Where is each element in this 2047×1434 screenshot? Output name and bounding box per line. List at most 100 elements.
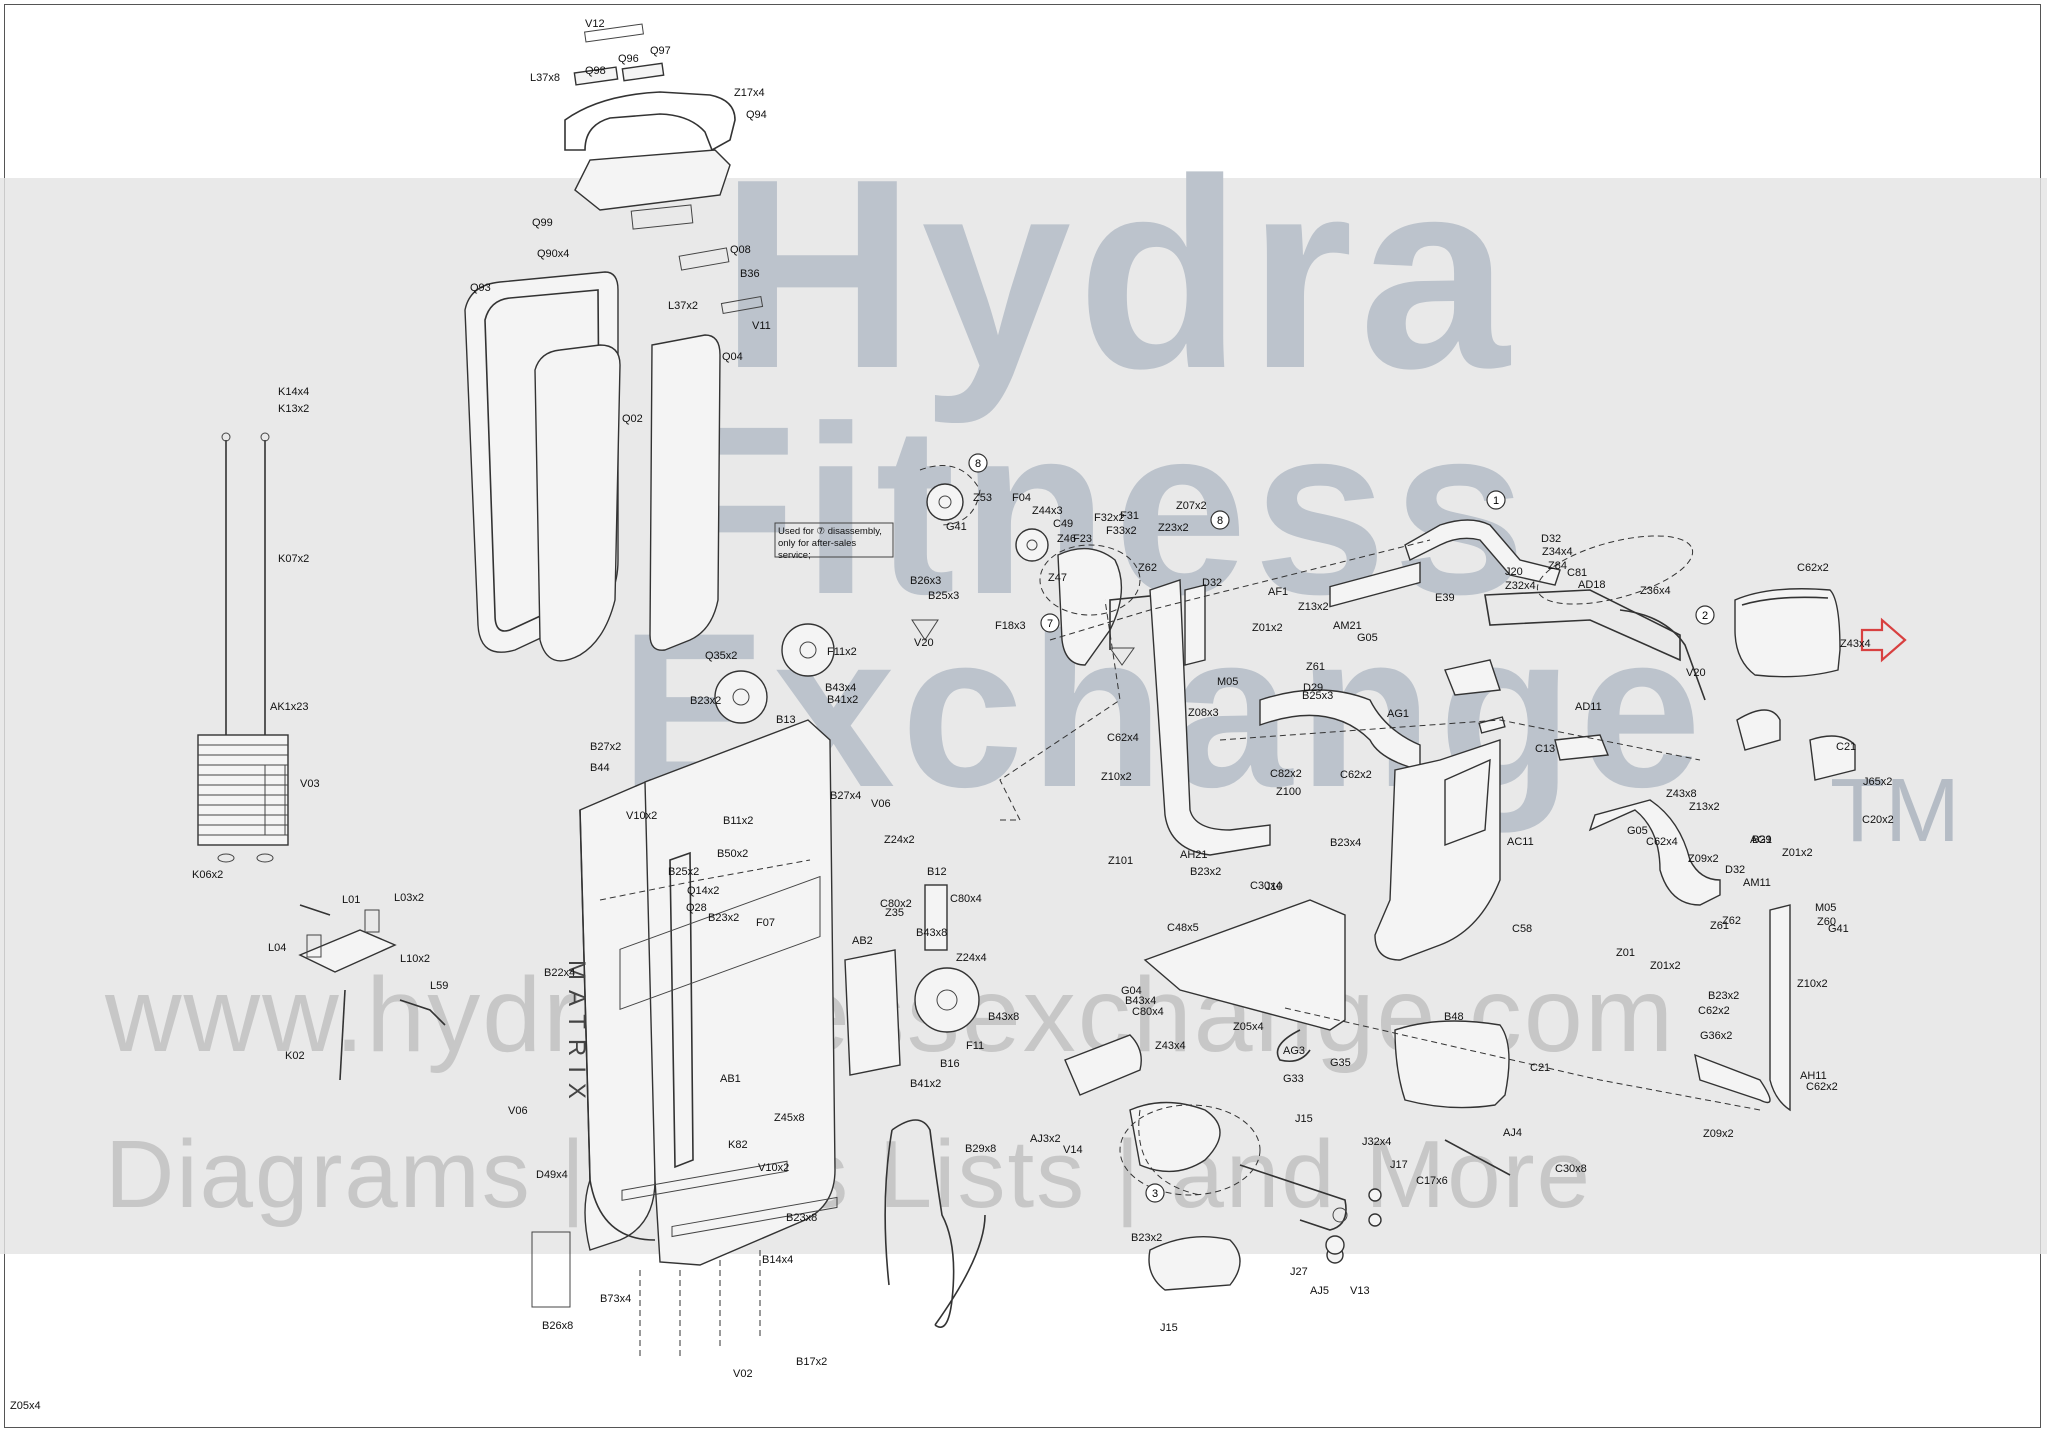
watermark-trademark: TM <box>1830 761 1960 861</box>
part-label: Z01 <box>1616 947 1635 959</box>
part-label: AC11 <box>1507 836 1534 848</box>
part-label: J20 <box>1505 566 1523 578</box>
part-label: B23x2 <box>1708 990 1740 1002</box>
part-label: B23x2 <box>708 912 740 924</box>
part-label: M05 <box>1815 902 1837 914</box>
part-label: B29x8 <box>965 1143 997 1155</box>
part-label: B11x2 <box>723 815 754 827</box>
part-label: B73x4 <box>600 1293 632 1305</box>
part-label: B29 <box>1752 834 1772 846</box>
note-box <box>774 522 894 558</box>
part-label: Z05x4 <box>10 1400 41 1412</box>
cable-af1 <box>884 1119 986 1328</box>
part-label: Q02 <box>622 413 643 425</box>
part-label: B36 <box>740 268 760 280</box>
part-label: L01 <box>342 894 361 906</box>
main-frame <box>579 719 836 1266</box>
circled-callout: 3 <box>1145 1183 1165 1203</box>
part-label: Z01x2 <box>1782 847 1813 859</box>
part-label: J27 <box>1290 1266 1308 1278</box>
part-label: D29 <box>1303 682 1324 694</box>
part-label: D49x4 <box>536 1169 568 1181</box>
circled-callout: 2 <box>1695 605 1715 625</box>
detail-outline-3 <box>1119 1104 1261 1196</box>
part-label: Z05x4 <box>1233 1021 1264 1033</box>
part-label: Z23x2 <box>1158 522 1189 534</box>
seat-frame <box>1259 561 1501 961</box>
part-label: Z09x2 <box>1688 853 1719 865</box>
part-label: J15 <box>1160 1322 1178 1334</box>
part-label: C82x2 <box>1270 768 1302 780</box>
circled-callout: 1 <box>1486 490 1506 510</box>
top-shroud-assembly <box>564 23 764 314</box>
part-label: Z101 <box>1108 855 1134 867</box>
part-label: B23x2 <box>690 695 722 707</box>
part-label: B23x2 <box>1190 866 1222 878</box>
part-label: Z45x8 <box>774 1112 805 1124</box>
part-label: C80x2 <box>880 898 912 910</box>
part-label: Q98 <box>585 65 606 77</box>
detail-outline-2 <box>1536 535 1694 605</box>
part-label: V06 <box>871 798 891 810</box>
part-label: B43x4 <box>1125 995 1157 1007</box>
part-label: Z13x2 <box>1298 601 1329 613</box>
part-label: F33x2 <box>1106 525 1137 537</box>
part-label: C21 <box>1530 1062 1551 1074</box>
part-label: Z24x2 <box>884 834 915 846</box>
part-label: Z13x2 <box>1689 801 1720 813</box>
part-label: Q97 <box>650 45 671 57</box>
right-arm-frame <box>1588 799 1791 1112</box>
triangle-marker <box>911 619 939 641</box>
part-label: Z01x2 <box>1650 960 1681 972</box>
part-label: C62x2 <box>1797 562 1829 574</box>
part-label: AJ3x2 <box>1030 1133 1061 1145</box>
pulleys <box>714 483 1049 1076</box>
part-label: Z24x4 <box>956 952 987 964</box>
triangle-marker <box>1109 647 1135 666</box>
part-label: K82 <box>728 1139 748 1151</box>
part-label: B14x4 <box>762 1254 794 1266</box>
part-label: C81 <box>1567 567 1588 579</box>
part-label: C80x4 <box>1132 1006 1164 1018</box>
part-label: L04 <box>268 942 287 954</box>
part-label: AG1 <box>1387 708 1410 720</box>
part-label: C20x2 <box>1862 814 1894 826</box>
svg-text:2: 2 <box>1702 610 1708 622</box>
part-label: G04 <box>1121 985 1142 997</box>
part-label: K14x4 <box>278 386 310 398</box>
part-label: C80x4 <box>950 893 982 905</box>
part-label: Z10x2 <box>1101 771 1132 783</box>
part-label: AH11 <box>1800 1070 1827 1082</box>
part-label: B12 <box>927 866 947 878</box>
part-label: Q35x2 <box>705 650 738 662</box>
part-label: D32 <box>1202 577 1223 589</box>
part-label: V20 <box>914 637 934 649</box>
part-label: Z62 <box>1138 562 1157 574</box>
part-label: C62x2 <box>1340 769 1372 781</box>
part-label: G41 <box>946 521 967 533</box>
part-label: Z53 <box>973 492 992 504</box>
part-label: B22x4 <box>544 967 576 979</box>
part-label: G33 <box>1283 1073 1304 1085</box>
part-label: J10 <box>1265 881 1283 893</box>
part-label: Z07x2 <box>1176 500 1207 512</box>
part-label: AH21 <box>1180 849 1208 861</box>
part-label: B43x8 <box>916 927 948 939</box>
part-label: B50x2 <box>717 848 749 860</box>
part-label: B41x2 <box>910 1078 942 1090</box>
part-label: C48x5 <box>1167 922 1199 934</box>
part-label: B43x8 <box>988 1011 1020 1023</box>
part-label: B44 <box>590 762 610 774</box>
part-label: AM11 <box>1743 877 1771 889</box>
part-label: Z60 <box>1817 916 1836 928</box>
svg-text:7: 7 <box>1047 618 1053 630</box>
part-label: V10x2 <box>758 1162 790 1174</box>
part-label: Z09x2 <box>1703 1128 1734 1140</box>
part-label: G05 <box>1357 632 1378 644</box>
label-card-v02 <box>531 1231 571 1308</box>
part-label: B17x2 <box>796 1356 828 1368</box>
part-label: AG3 <box>1283 1045 1306 1057</box>
part-label: C62x4 <box>1107 732 1139 744</box>
part-label: B41x2 <box>827 694 859 706</box>
